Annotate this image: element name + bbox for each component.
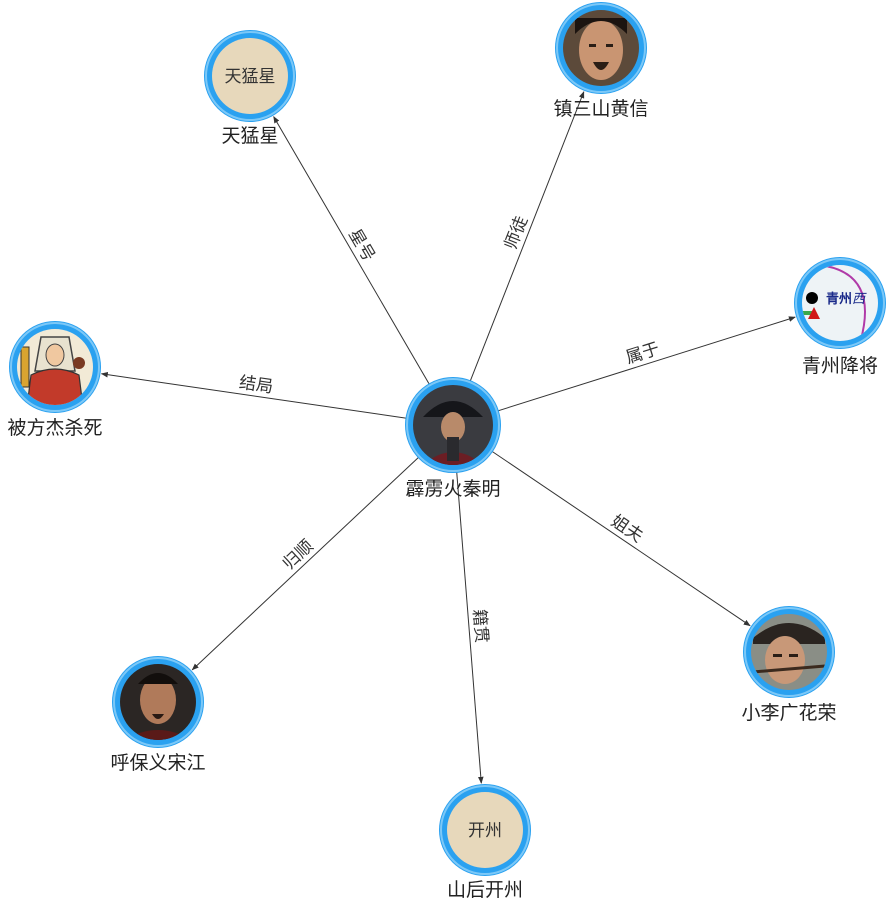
portrait-warrior-drawing: [17, 329, 93, 405]
node-n3[interactable]: 青州西青州降将: [794, 257, 886, 377]
edge-label: 归顺: [279, 536, 317, 574]
edge-label: 结局: [238, 373, 275, 398]
node-ring-highlight: [205, 31, 295, 121]
node-n2[interactable]: 镇三山黄信: [553, 2, 649, 120]
portrait-dark-robed-man: [120, 664, 196, 740]
portrait-archer: [751, 614, 827, 690]
edge-line: [273, 116, 431, 386]
node-label: 天猛星: [221, 125, 278, 147]
edge-label: 师徒: [501, 213, 532, 252]
map-icon: 青州西: [802, 265, 878, 341]
node-fill: [447, 792, 523, 868]
node-center[interactable]: 霹雳火秦明: [405, 377, 501, 500]
node-inner-text: 开州: [468, 821, 502, 841]
map-label: 青州: [826, 291, 852, 307]
node-ring-highlight: [10, 322, 100, 412]
node-ring-highlight: [795, 258, 885, 348]
node-label: 被方杰杀死: [7, 417, 102, 439]
edge-n1: 星号: [273, 116, 431, 386]
edge-line: [456, 470, 484, 784]
edge-line: [100, 371, 408, 419]
node-n7[interactable]: 被方杰杀死: [7, 321, 103, 439]
node-ring-highlight: [440, 785, 530, 875]
node-label: 山后开州: [447, 879, 523, 901]
node-label: 霹雳火秦明: [405, 478, 500, 500]
node-label: 呼保义宋江: [110, 752, 205, 774]
node-n6[interactable]: 呼保义宋江: [110, 656, 206, 774]
edge-line: [191, 456, 420, 671]
edge-n2: 师徒: [469, 91, 585, 383]
edge-n5: 籍贯: [456, 470, 492, 784]
edge-line: [496, 316, 796, 412]
edge-n7: 结局: [100, 371, 408, 419]
node-label: 小李广花荣: [741, 702, 836, 724]
node-label: 镇三山黄信: [553, 98, 648, 120]
nodes-layer: 天猛星天猛星镇三山黄信青州西青州降将小李广花荣开州山后开州呼保义宋江被方杰杀死霹…: [7, 2, 886, 901]
node-n4[interactable]: 小李广花荣: [741, 606, 837, 724]
node-ring-highlight: [744, 607, 834, 697]
edge-n4: 姐夫: [490, 450, 751, 627]
node-ring-highlight: [406, 378, 500, 472]
edge-line: [469, 91, 585, 383]
map-label-2: 西: [852, 292, 867, 307]
node-ring-highlight: [113, 657, 203, 747]
edge-label: 姐夫: [607, 511, 646, 547]
node-fill: [212, 38, 288, 114]
edge-line: [490, 450, 751, 627]
node-inner-text: 天猛星: [225, 67, 276, 87]
edge-n6: 归顺: [191, 456, 420, 671]
edge-label: 籍贯: [469, 608, 492, 643]
edge-label: 属于: [623, 339, 661, 368]
edge-label: 星号: [344, 226, 378, 265]
edge-n3: 属于: [496, 316, 796, 412]
node-ring-highlight: [556, 3, 646, 93]
node-label: 青州降将: [802, 355, 878, 377]
portrait-bearded-man: [563, 10, 639, 86]
